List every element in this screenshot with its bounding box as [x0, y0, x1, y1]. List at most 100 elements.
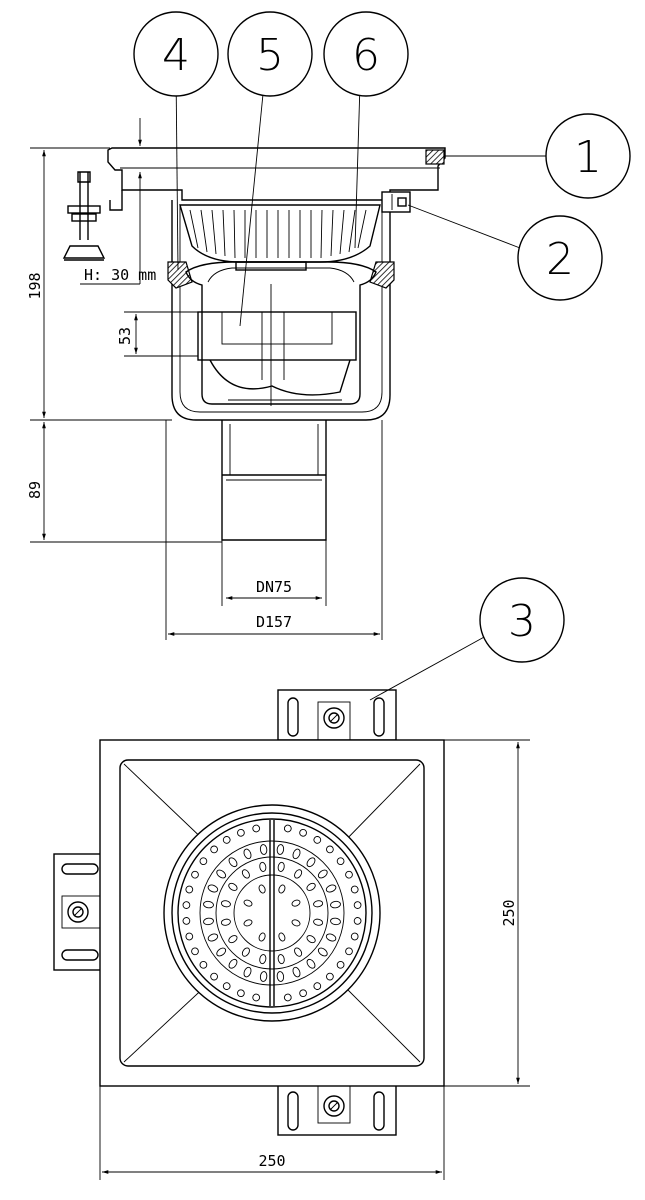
side-dimensions: 198 89 53 H: 30 mm DN75 D157: [26, 118, 383, 640]
grate-hole: [306, 958, 316, 969]
grate-hole: [326, 845, 334, 854]
grate-hole: [292, 848, 301, 860]
grate-hole: [306, 935, 316, 944]
grate-hole: [222, 836, 231, 844]
grate-hole: [241, 869, 250, 879]
grate-hole: [325, 884, 337, 893]
plate-diagonals: [123, 763, 421, 1063]
grate-hole: [228, 935, 238, 944]
fixing-lug-top: [277, 689, 397, 741]
drain-body: [167, 191, 411, 541]
grate-hole: [258, 884, 266, 894]
grate-hole: [291, 919, 301, 927]
callout-1: 1: [545, 113, 631, 199]
grate-hole: [326, 972, 334, 981]
dim-outlet-length: 89: [26, 481, 44, 499]
grate-hole: [191, 870, 199, 879]
grate-hole: [325, 933, 337, 942]
grate-hole: [294, 947, 303, 957]
grate-slots: [189, 209, 367, 259]
leveling-foot: [62, 171, 123, 261]
grate-hole: [299, 828, 307, 837]
dim-extension-height: H: 30 mm: [84, 266, 156, 284]
side-connector: [381, 191, 411, 213]
grate-hole: [241, 947, 250, 957]
grate-hole: [259, 954, 267, 965]
grate-hole: [243, 848, 252, 860]
grate-hole: [182, 917, 191, 925]
grate-hole: [276, 971, 285, 982]
callout-3-label: 3: [508, 596, 536, 647]
callout-6: 6: [323, 11, 409, 97]
grate-hole: [306, 857, 316, 868]
callout-5: 5: [227, 11, 313, 97]
grate-hole: [350, 932, 359, 941]
grate-hole: [252, 824, 261, 833]
callout-1-label: 1: [574, 132, 602, 183]
grate-hole: [216, 947, 227, 957]
round-grate: [163, 804, 381, 1022]
grate-hole: [277, 954, 285, 965]
grate-hole: [278, 884, 286, 894]
plan-dimensions: 250 250: [99, 739, 530, 1180]
seal-ring-right: [369, 261, 395, 289]
callout-leaders: [175, 69, 546, 701]
dim-body-diameter: D157: [256, 613, 292, 631]
grate-hole: [199, 857, 208, 866]
dim-plate-width: 250: [258, 1152, 285, 1170]
grate-hole: [203, 917, 214, 926]
grate-hole: [306, 882, 316, 891]
seal-ring-left: [167, 261, 193, 289]
dim-overall-height: 198: [26, 272, 44, 299]
grate-hole: [252, 993, 261, 1002]
side-view: 198 89 53 H: 30 mm DN75 D157: [26, 118, 446, 640]
grate-hole: [313, 982, 322, 990]
grate-hole: [258, 932, 266, 942]
grate-hole: [243, 966, 252, 978]
grate-hole: [336, 857, 345, 866]
grate-hole: [283, 993, 292, 1002]
grate-hole: [182, 901, 191, 909]
grate-hole: [259, 861, 267, 872]
grate-hole: [313, 900, 324, 908]
grate-hole: [317, 869, 328, 879]
grate-hole: [277, 861, 285, 872]
grate-hole: [207, 884, 219, 893]
grate-hole: [228, 857, 238, 868]
grate-hole: [185, 932, 194, 941]
grate-hole: [276, 844, 285, 855]
dim-trap-depth: 53: [116, 327, 134, 345]
grate-hole: [191, 947, 199, 956]
fixing-lug-bottom: [277, 1084, 397, 1136]
callout-2-label: 2: [546, 234, 574, 285]
grate-hole: [210, 845, 218, 854]
grate-hole: [228, 958, 238, 969]
grate-hole: [330, 917, 341, 926]
grate-hole: [237, 989, 245, 998]
grate-hole: [283, 824, 292, 833]
grate-hole: [291, 899, 301, 907]
grate-hole: [185, 885, 194, 894]
grate-hole: [222, 982, 231, 990]
grate-hole: [353, 901, 362, 909]
grate-hole: [313, 918, 324, 926]
grate-hole: [292, 966, 301, 978]
grate-hole: [259, 844, 268, 855]
grate-hole: [278, 932, 286, 942]
grate-hole: [210, 972, 218, 981]
fixing-lug-left: [53, 853, 103, 971]
grate-hole: [220, 900, 231, 908]
dim-plate-depth: 250: [500, 899, 518, 926]
grate-hole: [243, 899, 253, 907]
flange-seal: [425, 149, 445, 165]
grate-hole: [216, 869, 227, 879]
grate-hole: [299, 989, 307, 998]
grate-hole: [317, 947, 328, 957]
grate-hole: [237, 828, 245, 837]
callout-5-label: 5: [256, 30, 284, 81]
grate-holes: [182, 824, 362, 1002]
grate-hole: [228, 882, 238, 891]
callout-4-label: 4: [162, 30, 190, 81]
callout-4: 4: [133, 11, 219, 97]
